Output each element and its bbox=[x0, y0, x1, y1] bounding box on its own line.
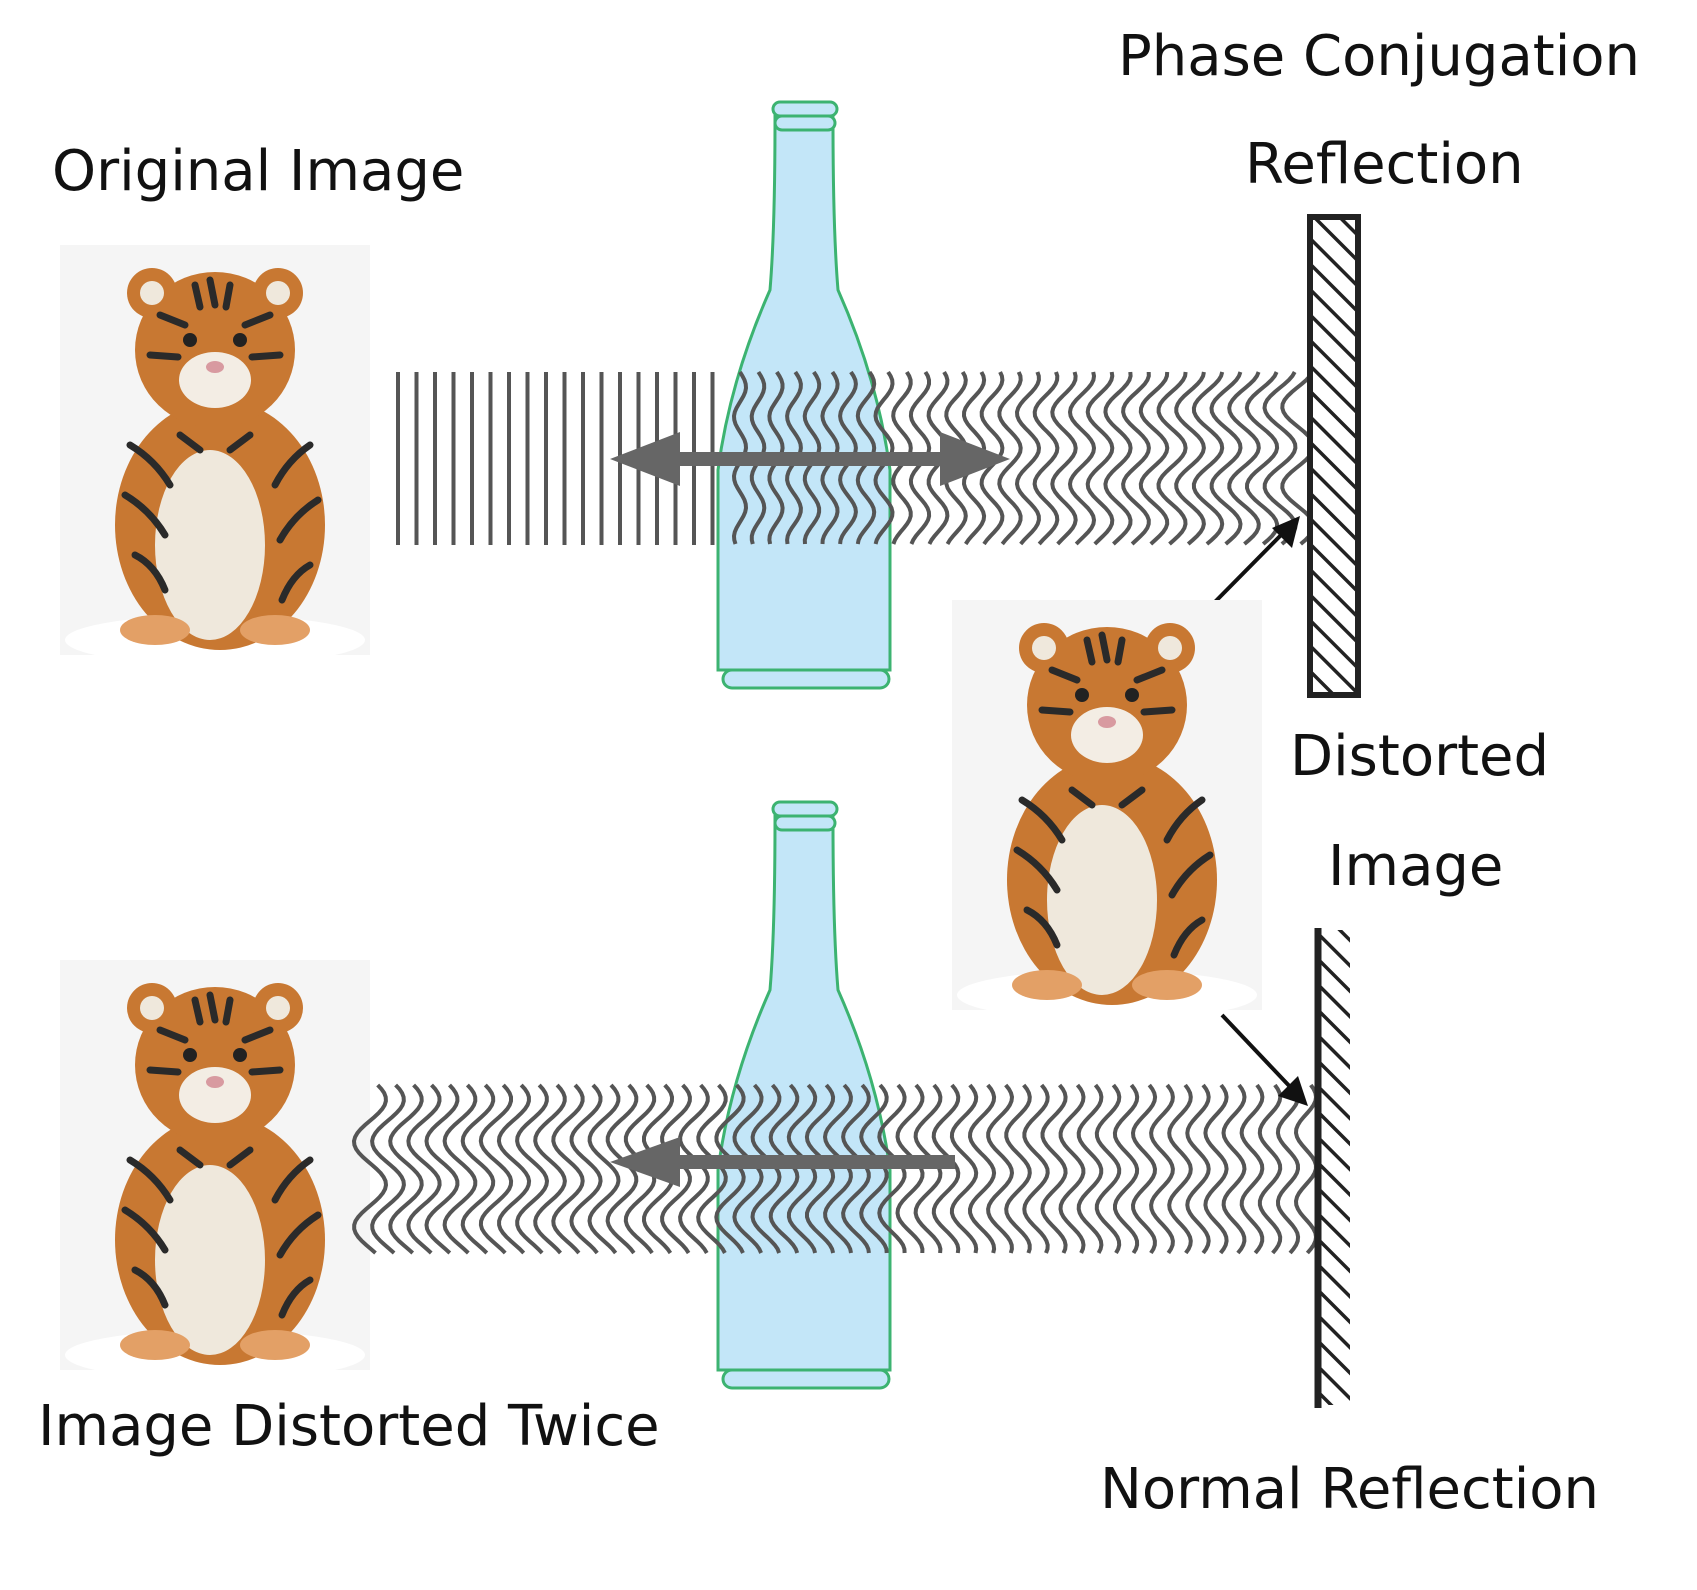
wavefront-line bbox=[1004, 1083, 1032, 1254]
distorted-image-label-line1: Distorted bbox=[1290, 724, 1549, 789]
wavefront-line bbox=[1058, 1083, 1086, 1254]
wavefront-line bbox=[1050, 371, 1078, 546]
wavefront-line bbox=[1174, 371, 1206, 546]
wavefront-line bbox=[1191, 371, 1225, 546]
wavefront-line bbox=[478, 1083, 514, 1255]
bottom-pointer-arrow bbox=[1220, 1013, 1308, 1106]
image-distorted-twice-label: Image Distorted Twice bbox=[38, 1394, 660, 1459]
phase-conjugation-label-line1: Phase Conjugation bbox=[1118, 24, 1640, 89]
wavefront-line bbox=[533, 1083, 567, 1255]
wavefront-line bbox=[1156, 371, 1188, 546]
original-image-photo bbox=[60, 245, 370, 665]
wavefront-line bbox=[406, 1083, 442, 1255]
distorted-image-photo bbox=[952, 600, 1262, 1020]
normal-reflection-label: Normal Reflection bbox=[1100, 1457, 1599, 1522]
phase-conjugation-label-line2: Reflection bbox=[1245, 132, 1524, 197]
wavefront-line bbox=[587, 1083, 621, 1255]
wavefront-line bbox=[1167, 1083, 1193, 1255]
wavefront-line bbox=[351, 1083, 389, 1255]
wavefront-line bbox=[1022, 1083, 1050, 1254]
wavefront-line bbox=[986, 1083, 1015, 1254]
normal-mirror bbox=[1314, 928, 1350, 1408]
wavefront-line bbox=[1094, 1083, 1122, 1254]
wavefront-line bbox=[1138, 371, 1170, 546]
wavefront-line bbox=[515, 1083, 550, 1255]
wavefront-line bbox=[1185, 1083, 1211, 1255]
original-image-label: Original Image bbox=[52, 139, 464, 204]
wavefront-line bbox=[1067, 371, 1097, 546]
wavefront-line bbox=[551, 1083, 585, 1255]
wavefront-line bbox=[1103, 371, 1133, 546]
wavefront-line bbox=[1130, 1083, 1158, 1255]
wavefront-line bbox=[1112, 1083, 1140, 1255]
wavefront-line bbox=[1032, 371, 1060, 546]
top-pointer-arrow bbox=[1203, 516, 1300, 614]
wavefront-line bbox=[1076, 1083, 1104, 1254]
phase-conjugate-mirror bbox=[1307, 214, 1361, 698]
wavefront-line bbox=[1203, 1083, 1229, 1255]
wavefront-line bbox=[424, 1083, 460, 1255]
wavefront-line bbox=[569, 1083, 603, 1255]
wavefront-line bbox=[1221, 1083, 1247, 1255]
wavefront-line bbox=[1040, 1083, 1068, 1254]
wavefront-line bbox=[997, 371, 1023, 546]
wavefront-line bbox=[1275, 1083, 1301, 1255]
wavefront-line bbox=[931, 1083, 961, 1254]
bottom-left-arrow bbox=[610, 1137, 955, 1187]
wavefront-line bbox=[1227, 371, 1261, 546]
wavefront-line bbox=[1085, 371, 1115, 546]
wavefront-line bbox=[949, 1083, 979, 1254]
wavefront-line bbox=[1209, 371, 1243, 546]
wavefront-line bbox=[1244, 371, 1280, 546]
top-double-arrow bbox=[610, 432, 1010, 486]
wavefront-line bbox=[496, 1083, 532, 1255]
wavefront-line bbox=[1257, 1083, 1283, 1255]
wavefront-line bbox=[442, 1083, 478, 1255]
wavefront-line bbox=[388, 1083, 424, 1255]
image-distorted-twice-photo bbox=[60, 960, 370, 1380]
wavefront-line bbox=[1121, 371, 1151, 546]
distorted-image-label-line2: Image bbox=[1328, 834, 1503, 899]
wavefront-line bbox=[1239, 1083, 1265, 1255]
wavefront-line bbox=[1262, 371, 1298, 546]
wavefront-line bbox=[967, 1083, 997, 1254]
wavefront-line bbox=[1149, 1083, 1175, 1255]
wavefront-line bbox=[1014, 371, 1042, 546]
wavefront-line bbox=[370, 1083, 406, 1255]
wavefront-line bbox=[460, 1083, 496, 1255]
